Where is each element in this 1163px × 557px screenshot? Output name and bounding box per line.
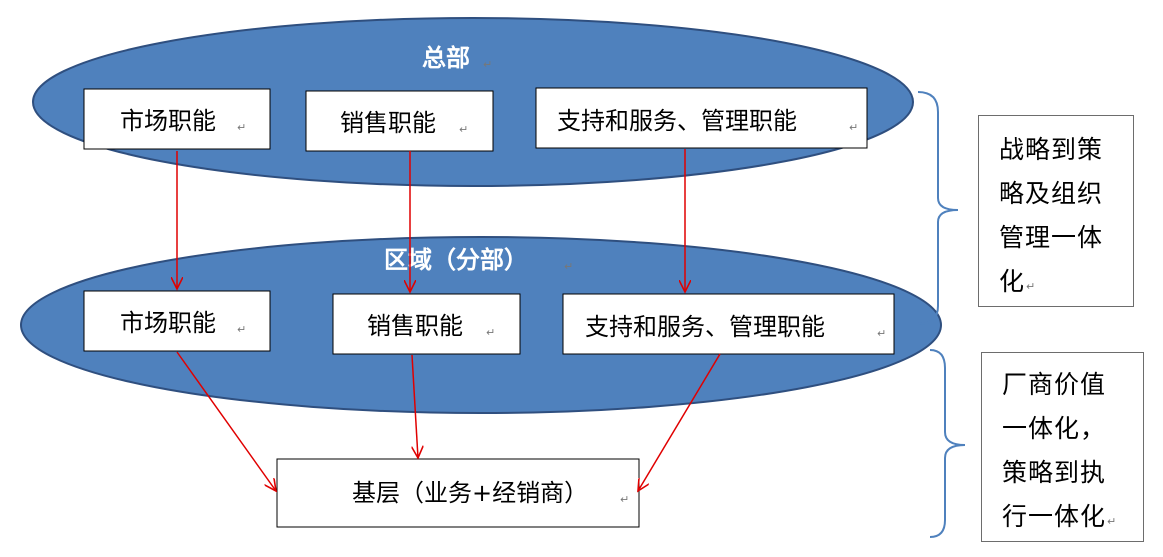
arrow-region-marketing-to-base bbox=[176, 351, 276, 491]
region-box-support-mark: ↵ bbox=[877, 327, 886, 340]
hq-box-sales bbox=[305, 90, 494, 152]
note-value-box: 厂商价值 一体化， 策略到执 行一体化↵ bbox=[981, 352, 1144, 542]
note-strategy-line-4: 化↵ bbox=[999, 267, 1037, 296]
note-strategy-box: 战略到策 略及组织 管理一体 化↵ bbox=[978, 115, 1134, 307]
hq-box-support bbox=[535, 87, 868, 149]
note-value-line-4: 行一体化↵ bbox=[1002, 502, 1118, 531]
hq-box-sales-mark: ↵ bbox=[459, 123, 468, 136]
note-strategy-line-1: 战略到策 bbox=[999, 135, 1104, 164]
region-box-sales bbox=[332, 293, 521, 355]
hq-box-sales-label: 销售职能 bbox=[340, 109, 436, 137]
region-box-support-label: 支持和服务、管理职能 bbox=[585, 313, 825, 341]
note-value-line-3: 策略到执 bbox=[1002, 458, 1107, 487]
region-title-mark: ↵ bbox=[564, 260, 573, 273]
note-strategy-line-3: 管理一体 bbox=[999, 223, 1104, 252]
arrow-region-support-to-base bbox=[638, 353, 721, 491]
base-box-label: 基层（业务+经销商） bbox=[352, 479, 588, 507]
region-box-sales-label: 销售职能 bbox=[367, 312, 463, 340]
region-box-marketing bbox=[83, 290, 271, 352]
region-box-sales-mark: ↵ bbox=[486, 326, 495, 339]
note-value-line-1: 厂商价值 bbox=[1002, 370, 1107, 399]
hq-title: 总部 bbox=[422, 44, 470, 72]
hq-title-mark: ↵ bbox=[483, 58, 492, 71]
region-title: 区域（分部） bbox=[384, 246, 528, 274]
arrow-region-sales-to-base bbox=[411, 354, 418, 458]
bracket-strategy bbox=[917, 91, 959, 325]
region-box-support bbox=[562, 293, 895, 355]
region-box-marketing-label: 市场职能 bbox=[120, 309, 216, 337]
note-value-line-2: 一体化， bbox=[1002, 414, 1107, 443]
hq-box-marketing-label: 市场职能 bbox=[120, 107, 216, 135]
hq-box-marketing bbox=[83, 88, 271, 150]
hq-box-support-mark: ↵ bbox=[849, 121, 858, 134]
bracket-value bbox=[929, 349, 966, 538]
hq-box-support-label: 支持和服务、管理职能 bbox=[557, 107, 797, 135]
hq-box-marketing-mark: ↵ bbox=[237, 121, 246, 134]
base-box-mark: ↵ bbox=[620, 493, 629, 506]
note-strategy-line-2: 略及组织 bbox=[999, 179, 1104, 208]
region-box-marketing-mark: ↵ bbox=[237, 323, 246, 336]
base-box bbox=[276, 458, 640, 528]
